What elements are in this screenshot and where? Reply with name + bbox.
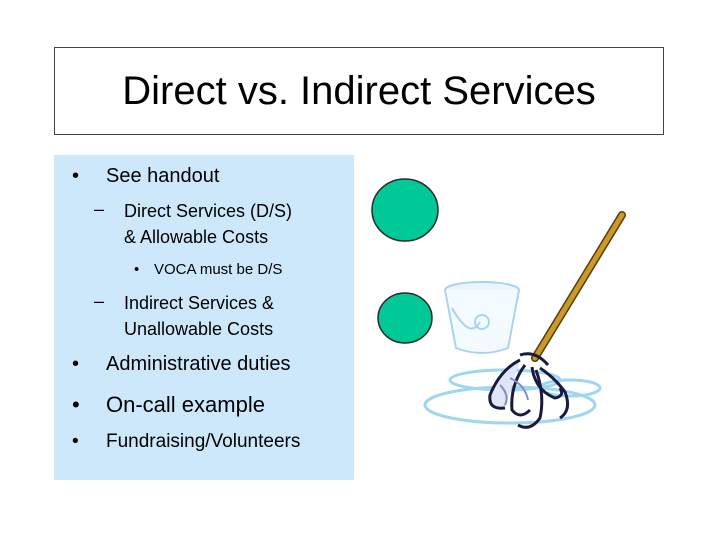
bullet-text: Fundraising/Volunteers [106, 431, 301, 452]
bullet-marker: • [134, 261, 140, 278]
bucket-icon [444, 281, 520, 354]
bullet-marker: • [72, 165, 80, 187]
dash-marker: – [94, 199, 105, 219]
dash-marker: – [94, 291, 105, 311]
bullet-text: On-call example [106, 392, 265, 417]
bullet-text: See handout [106, 165, 220, 187]
mop-and-bucket-clipart [371, 178, 626, 429]
bullet-text: Administrative duties [106, 353, 291, 375]
subbullet-line-1: Direct Services (D/S) [124, 201, 293, 221]
content-panel: • See handout – Direct Services (D/S) & … [54, 155, 354, 480]
subbullet-line-1: Indirect Services & [124, 293, 275, 313]
subbullet-line-2: & Allowable Costs [124, 227, 269, 247]
slide-title: Direct vs. Indirect Services [122, 68, 596, 113]
bullet-marker: • [72, 353, 80, 375]
mop-icon [488, 211, 626, 429]
title-box: Direct vs. Indirect Services [54, 47, 664, 135]
green-circle-icon [371, 178, 439, 242]
bullet-marker: • [72, 431, 79, 452]
subsubbullet-text: VOCA must be D/S [154, 261, 283, 278]
green-circle-icon [377, 292, 433, 344]
subbullet-line-2: Unallowable Costs [124, 319, 274, 339]
bullet-marker: • [72, 392, 80, 417]
